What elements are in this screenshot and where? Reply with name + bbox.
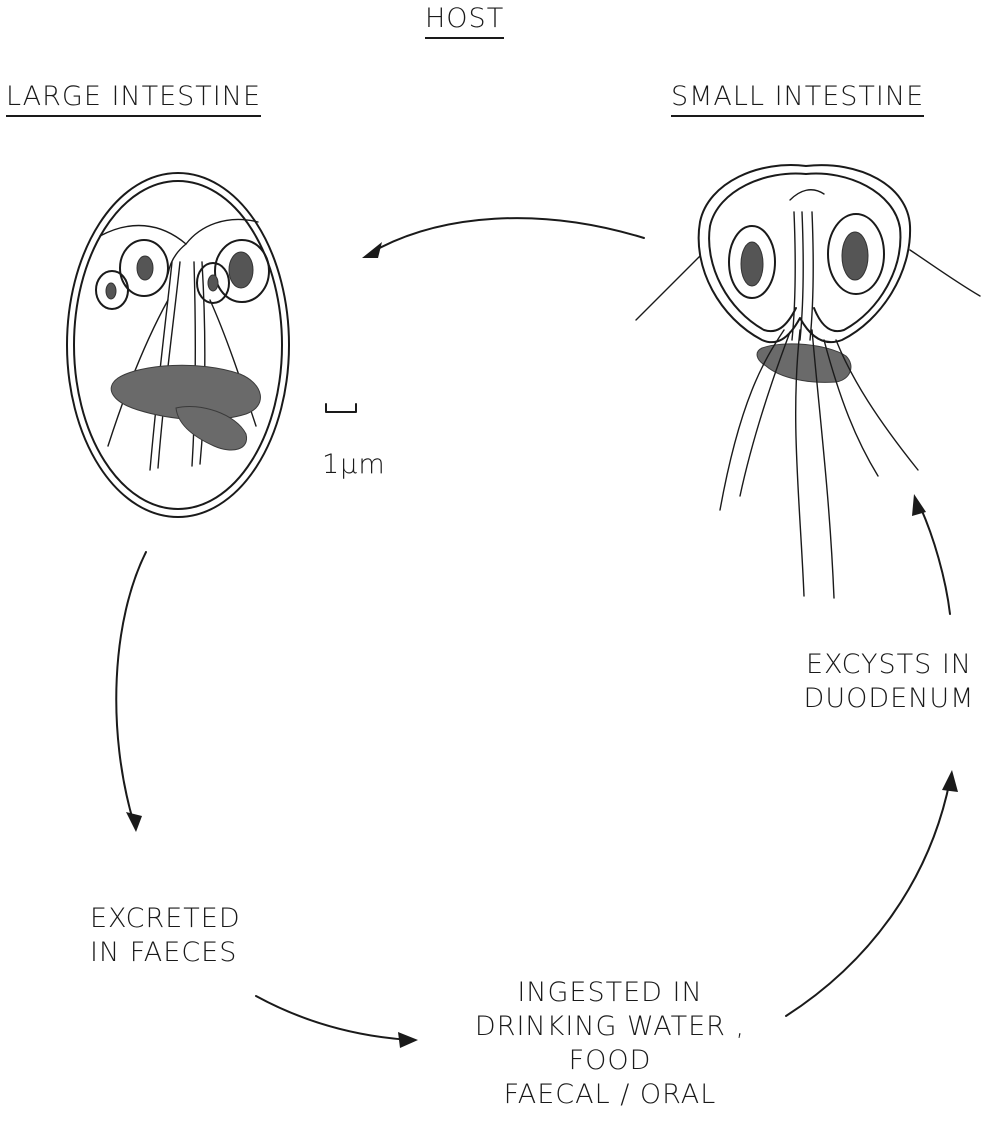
large-intestine-heading: LARGE INTESTINE [6,80,261,117]
stage-excysts-line-1: EXCYSTS IN [774,648,1004,682]
scale-bar-label: 1µm [322,448,386,482]
stage-excysts-line-2: DUODENUM [774,682,1004,716]
cyst-illustration [67,173,289,517]
stage-excreted-line-2: IN FAECES [90,936,241,970]
stage-ingested-line-2: DRINKING WATER , [420,1010,800,1044]
stage-ingested-line-1: INGESTED IN [420,976,800,1010]
stage-ingested-line-3: FOOD [420,1044,800,1078]
trophozoite-illustration [636,165,980,598]
arrow-large-to-excreted [116,552,146,832]
arrow-ingested-to-excysts [786,770,958,1016]
arrow-excreted-to-ingested [256,996,418,1048]
small-intestine-heading: SMALL INTESTINE [671,80,924,117]
scale-bar [326,404,356,412]
stage-excreted: EXCRETED IN FAECES [90,902,241,970]
stage-ingested: INGESTED IN DRINKING WATER , FOOD FAECAL… [420,976,800,1112]
stage-ingested-line-4: FAECAL / ORAL [420,1078,800,1112]
arrow-small-to-large [362,218,644,258]
host-title: HOST [425,2,504,39]
arrow-excysts-to-small [912,494,950,614]
stage-excysts: EXCYSTS IN DUODENUM [774,648,1004,716]
stage-excreted-line-1: EXCRETED [90,902,241,936]
